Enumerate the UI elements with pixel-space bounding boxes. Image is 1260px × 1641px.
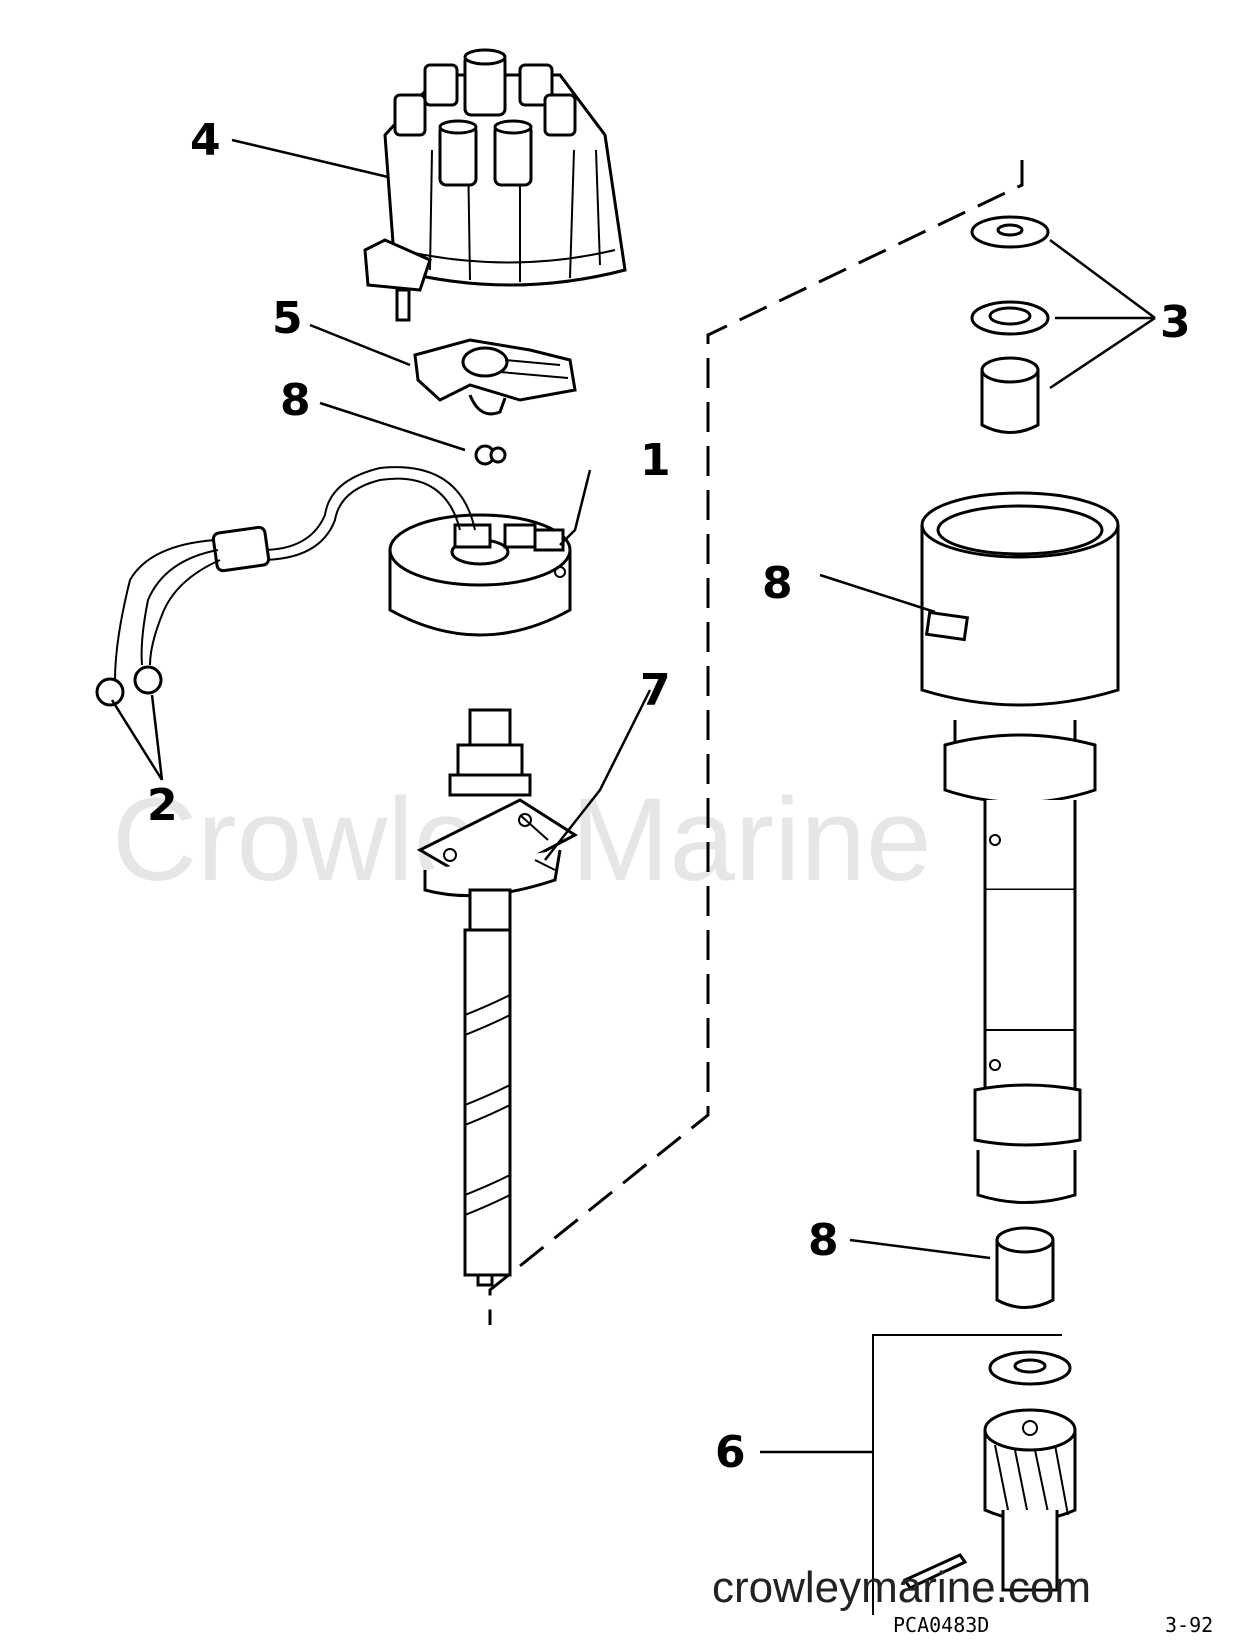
callout-2: 2 [147,780,178,831]
distributor-cap [363,48,627,322]
leader-line-3 [819,573,936,614]
rotor [413,338,577,416]
drawing-code: PCA0483D [893,1613,989,1637]
leader-line-8-left [319,401,466,452]
distributor-shaft [416,708,578,1287]
drive-gear-kit [902,1350,1077,1592]
callout-6: 6 [715,1427,746,1478]
leader-line-8-lower [849,1238,991,1260]
callout-8-upper: 3 [1160,297,1191,348]
watermark-url: crowleymarine.com [712,1563,1091,1612]
leader-lines-2 [110,694,164,781]
retaining-clip [474,444,507,466]
wiring-harness [95,466,476,707]
upper-washers-bushing [970,215,1050,434]
page-number: 3-92 [1165,1613,1213,1637]
leader-line-7 [544,689,652,861]
leader-line-4 [231,138,389,179]
callout-1: 1 [640,435,671,486]
callout-8-lower: 8 [808,1215,839,1266]
distributor-housing [920,491,1120,1204]
leader-lines-8-upper [1049,238,1156,390]
pickup-sensor [388,513,572,637]
leader-line-5 [309,323,411,367]
callout-8-left: 8 [280,375,311,426]
callout-3: 8 [762,558,793,609]
lower-bushing [995,1226,1055,1309]
leader-line-1 [559,469,592,546]
gear-kit-bracket [872,1334,1062,1615]
callout-4: 4 [190,115,221,166]
callout-7: 7 [640,665,671,716]
assembly-dashed-line [488,160,1024,1325]
callout-5: 5 [272,293,303,344]
